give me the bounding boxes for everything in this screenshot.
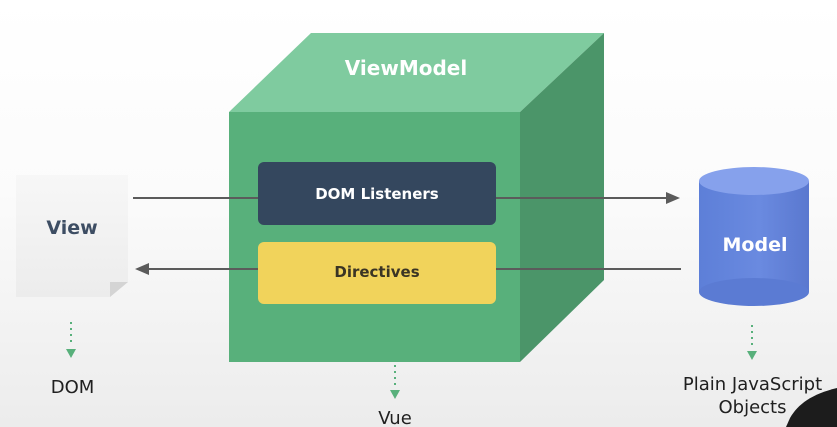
dom-listeners-box: [258, 162, 496, 225]
plain-objects-caption: Plain JavaScript Objects: [665, 373, 837, 419]
plain-objects-caption-line1: Plain JavaScript: [682, 374, 823, 395]
cube-front-face: [229, 112, 520, 362]
model-label: Model: [722, 234, 788, 256]
directives-label: Directives: [334, 263, 420, 281]
flow-arrows: [133, 192, 681, 275]
presenter-silhouette: [786, 388, 837, 427]
dotted-arrow-vue: [390, 365, 400, 399]
arrowhead-left-icon: [135, 263, 149, 275]
model-database-icon: [699, 167, 809, 306]
view-page-icon: [16, 175, 128, 297]
view-label: View: [46, 217, 98, 239]
viewmodel-title: ViewModel: [344, 56, 468, 80]
viewmodel-cube: [229, 33, 604, 362]
plain-objects-caption-line2: Objects: [718, 397, 787, 418]
cube-top-face: [229, 33, 604, 112]
dotted-arrow-model: [747, 325, 757, 360]
vue-caption: Vue: [378, 408, 412, 427]
arrowhead-right-icon: [666, 192, 680, 204]
directives-box: [258, 242, 496, 304]
dom-listeners-label: DOM Listeners: [315, 185, 439, 203]
dotted-arrow-dom: [66, 322, 76, 358]
dom-caption: DOM: [50, 377, 95, 398]
